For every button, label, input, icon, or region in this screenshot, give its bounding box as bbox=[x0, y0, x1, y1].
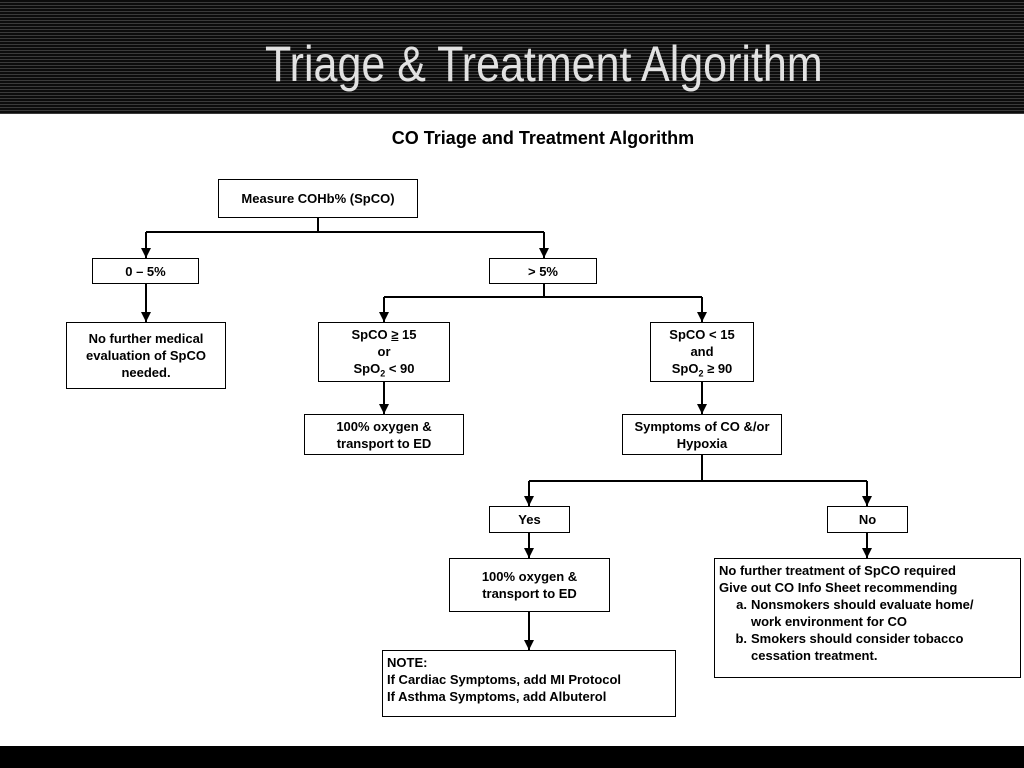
no-treatment-node: No further treatment of SpCO required Gi… bbox=[714, 558, 1021, 678]
slide-footer-bar bbox=[0, 746, 1024, 768]
measure-label: Measure COHb% (SpCO) bbox=[241, 191, 395, 206]
yes-node: Yes bbox=[489, 506, 570, 533]
diagram-title: CO Triage and Treatment Algorithm bbox=[391, 128, 695, 148]
list-item-line: cessation treatment. bbox=[751, 648, 878, 663]
list-marker: b. bbox=[735, 631, 747, 646]
no-node: No bbox=[827, 506, 908, 533]
no-treatment-line: No further treatment of SpCO required bbox=[719, 563, 956, 578]
high-range-label: > 5% bbox=[528, 263, 558, 279]
list-item-text: Nonsmokers should evaluate home/ work en… bbox=[751, 596, 974, 630]
low-spo-value: 90 bbox=[717, 361, 733, 376]
slide-header: Triage & Treatment Algorithm bbox=[0, 0, 1024, 114]
note-line: NOTE: bbox=[387, 655, 428, 670]
no-further-eval-node: No further medical evaluation of SpCO ne… bbox=[66, 322, 226, 389]
oxygen-transport-node-1: 100% oxygen & transport to ED bbox=[304, 414, 464, 455]
high-range-node: > 5% bbox=[489, 258, 597, 284]
oxygen-transport-line: transport to ED bbox=[482, 586, 577, 601]
no-treatment-item-b: b. Smokers should consider tobacco cessa… bbox=[719, 630, 963, 664]
yes-label: Yes bbox=[518, 512, 541, 527]
symptoms-line: Hypoxia bbox=[676, 435, 728, 451]
list-item-text: Smokers should consider tobacco cessatio… bbox=[751, 630, 963, 664]
high-branch-node: SpCO ≥ 15 or SpO2 < 90 bbox=[318, 322, 450, 382]
high-branch-join: or bbox=[377, 344, 391, 359]
list-marker: a. bbox=[736, 597, 747, 612]
slide-title: Triage & Treatment Algorithm bbox=[265, 36, 823, 92]
high-spco-prefix: SpCO bbox=[351, 327, 392, 342]
no-further-eval-line: evaluation of SpCO bbox=[86, 348, 206, 363]
low-spco-prefix: SpCO bbox=[669, 327, 710, 342]
low-branch-spo2: SpO2 ≥ 90 bbox=[671, 360, 733, 379]
measure-node: Measure COHb% (SpCO) bbox=[218, 179, 418, 218]
oxygen-transport-line: 100% oxygen & bbox=[481, 569, 578, 584]
no-further-eval-line: needed. bbox=[121, 365, 171, 380]
high-spco-value: 15 bbox=[398, 327, 417, 342]
no-further-eval-line: No further medical bbox=[88, 331, 204, 346]
note-node: NOTE: If Cardiac Symptoms, add MI Protoc… bbox=[382, 650, 676, 717]
low-spco-value: 15 bbox=[716, 327, 735, 342]
oxygen-transport-node-2: 100% oxygen & transport to ED bbox=[449, 558, 610, 612]
low-range-node: 0 – 5% bbox=[92, 258, 199, 284]
high-spo-value: 90 bbox=[400, 361, 415, 376]
low-spco-operator: < bbox=[709, 327, 717, 342]
high-spco-operator: ≥ bbox=[391, 327, 399, 342]
symptoms-line: Symptoms of CO &/or bbox=[634, 418, 770, 434]
low-branch-spco: SpCO < 15 bbox=[669, 326, 734, 343]
low-spo-prefix: SpO bbox=[671, 361, 699, 376]
low-branch-node: SpCO < 15 and SpO2 ≥ 90 bbox=[650, 322, 754, 382]
oxygen-transport-line: 100% oxygen & bbox=[336, 418, 432, 434]
note-line: If Cardiac Symptoms, add MI Protocol bbox=[387, 672, 622, 687]
low-branch-join: and bbox=[690, 344, 714, 359]
list-item-line: Smokers should consider tobacco bbox=[751, 631, 964, 646]
no-treatment-item-a: a. Nonsmokers should evaluate home/ work… bbox=[719, 596, 974, 630]
high-spo-subscript: 2 bbox=[380, 368, 386, 379]
no-label: No bbox=[858, 512, 877, 527]
list-item-line: work environment for CO bbox=[751, 614, 908, 629]
list-item-line: Nonsmokers should evaluate home/ bbox=[751, 597, 974, 612]
low-range-label: 0 – 5% bbox=[125, 263, 166, 279]
symptoms-node: Symptoms of CO &/or Hypoxia bbox=[622, 414, 782, 455]
high-branch-spco: SpCO ≥ 15 bbox=[352, 326, 417, 343]
oxygen-transport-line: transport to ED bbox=[336, 435, 432, 451]
low-spo-operator: ≥ bbox=[703, 361, 718, 376]
high-spo-operator: < bbox=[385, 361, 401, 376]
low-spo-subscript: 2 bbox=[698, 368, 704, 379]
high-branch-spo2: SpO2 < 90 bbox=[353, 360, 415, 379]
no-treatment-line: Give out CO Info Sheet recommending bbox=[719, 580, 958, 595]
note-line: If Asthma Symptoms, add Albuterol bbox=[387, 689, 607, 704]
high-spo-prefix: SpO bbox=[353, 361, 381, 376]
